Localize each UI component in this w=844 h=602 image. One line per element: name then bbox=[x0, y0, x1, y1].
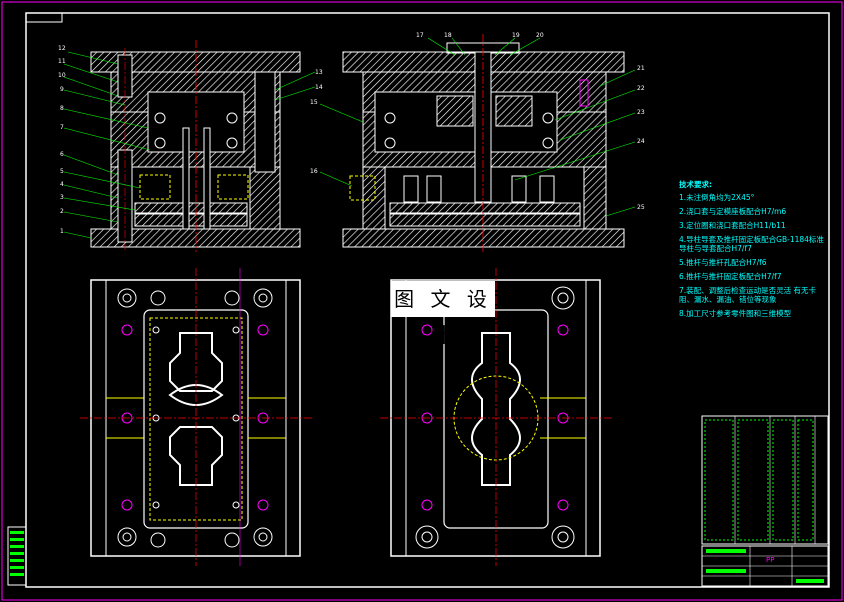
callout: 11 bbox=[58, 58, 66, 65]
callout: 2 bbox=[60, 208, 64, 215]
callout: 3 bbox=[60, 194, 64, 201]
top-tab bbox=[25, 12, 63, 23]
parts-list-table bbox=[701, 415, 829, 545]
callout: 18 bbox=[444, 32, 452, 39]
callout: 22 bbox=[637, 85, 645, 92]
callout: 5 bbox=[60, 168, 64, 175]
plan-view-fixed-half bbox=[380, 268, 612, 566]
callout: 15 bbox=[310, 99, 318, 106]
callout: 6 bbox=[60, 151, 64, 158]
callout: 14 bbox=[315, 84, 323, 91]
callout: 12 bbox=[58, 45, 66, 52]
callout: 19 bbox=[512, 32, 520, 39]
callout: 1 bbox=[60, 228, 64, 235]
side-section-view bbox=[342, 34, 625, 252]
side-view-callouts: 17 18 19 20 15 16 21 22 23 24 25 bbox=[310, 32, 645, 211]
tech-note: 8.加工尺寸参考零件图和三维模型 bbox=[679, 309, 792, 318]
callout: 16 bbox=[310, 168, 318, 175]
front-section-view bbox=[90, 40, 301, 252]
watermark: 图 文 设 计 bbox=[391, 281, 495, 347]
plan-view-moving-half bbox=[80, 268, 312, 566]
tech-notes-title: 技术要求: bbox=[679, 180, 712, 189]
tech-note: 2.浇口套与定模座板配合H7/m6 bbox=[679, 207, 787, 216]
technical-requirements: 技术要求: 1.未注倒角均为2X45° 2.浇口套与定模座板配合H7/m6 3.… bbox=[679, 180, 829, 323]
side-view-leaders bbox=[319, 37, 636, 217]
callout: 20 bbox=[536, 32, 544, 39]
callout: 21 bbox=[637, 65, 645, 72]
tech-note: 6.推杆与推杆固定板配合H7/f7 bbox=[679, 272, 782, 281]
callout: 25 bbox=[637, 204, 645, 211]
tech-note: 1.未注倒角均为2X45° bbox=[679, 193, 755, 202]
tech-note: 3.定位圈和浇口套配合H11/b11 bbox=[679, 221, 786, 230]
front-view-leaders bbox=[63, 51, 316, 239]
callout: 9 bbox=[60, 86, 64, 93]
material-label: PP bbox=[766, 556, 774, 564]
tech-note: 4.导柱导套及推杆固定板配合GB-1184标准 导柱与导套配合H7/f7 bbox=[679, 235, 824, 253]
callout: 17 bbox=[416, 32, 424, 39]
callout: 23 bbox=[637, 109, 645, 116]
left-stamp bbox=[7, 526, 27, 586]
callout: 13 bbox=[315, 69, 323, 76]
callout: 10 bbox=[58, 72, 66, 79]
title-block: PP bbox=[701, 545, 829, 587]
callout: 8 bbox=[60, 105, 64, 112]
callout: 24 bbox=[637, 138, 645, 145]
tech-note: 7.装配、调整后检查运动是否灵活 有无卡阻、漏水、漏油、错位等现象 bbox=[679, 286, 817, 304]
callout: 7 bbox=[60, 124, 64, 131]
callout: 4 bbox=[60, 181, 64, 188]
inner-border bbox=[25, 12, 830, 588]
tech-note: 5.推杆与推杆孔配合H7/f6 bbox=[679, 258, 767, 267]
front-view-callouts: 12 11 10 9 8 7 6 5 4 3 2 1 13 14 bbox=[58, 45, 323, 235]
